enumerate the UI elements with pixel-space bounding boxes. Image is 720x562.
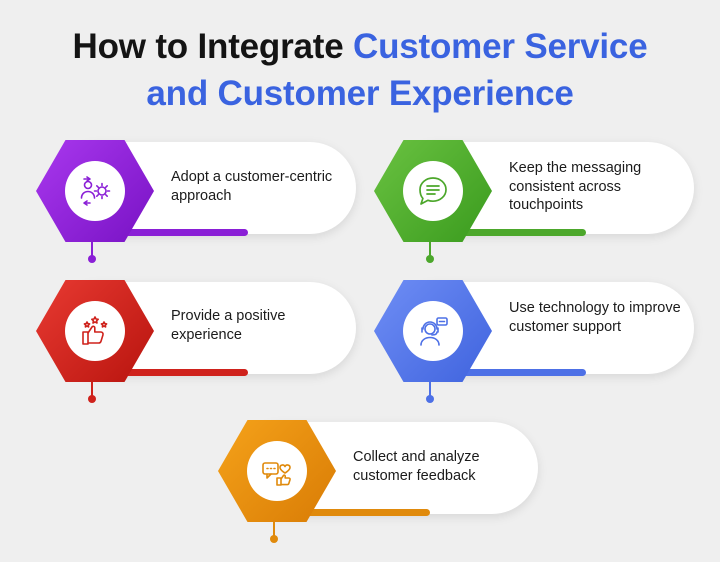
chat-bubble-icon (403, 161, 463, 221)
step-connector-dot (270, 535, 278, 543)
step-connector-dot (426, 395, 434, 403)
step-label: Use technology to improve customer suppo… (509, 300, 681, 335)
support-agent-icon (403, 301, 463, 361)
step-connector-dot (88, 255, 96, 263)
step-accent-bar (96, 229, 248, 236)
step-accent-bar (278, 509, 430, 516)
step-label: Keep the messaging consistent across tou… (509, 160, 642, 213)
step-connector-stem (273, 515, 275, 537)
step-connector-stem (91, 235, 93, 257)
step-connector-dot (88, 395, 96, 403)
step-connector-stem (91, 375, 93, 397)
step-connector-stem (429, 235, 431, 257)
step-connector-stem (429, 375, 431, 397)
step-card-positive-experience: Provide a positive experience (36, 280, 356, 410)
title-line-1: How to Integrate Customer Service (0, 24, 720, 70)
step-accent-bar (96, 369, 248, 376)
step-label: Provide a positive experience (171, 308, 286, 343)
customer-gear-icon (65, 161, 125, 221)
title-accent-part: Customer Service (353, 27, 648, 66)
step-connector-dot (426, 255, 434, 263)
step-accent-bar (434, 369, 586, 376)
step-card-technology-support: Use technology to improve customer suppo… (374, 280, 694, 410)
step-card-customer-feedback: Collect and analyze customer feedback (218, 420, 538, 550)
thumbs-up-stars-icon (65, 301, 125, 361)
step-label: Adopt a customer-centric approach (171, 169, 333, 204)
step-card-consistent-messaging: Keep the messaging consistent across tou… (374, 140, 694, 270)
feedback-heart-icon (247, 441, 307, 501)
step-card-customer-centric: Adopt a customer-centric approach (36, 140, 356, 270)
step-accent-bar (434, 229, 586, 236)
title-dark-part: How to Integrate (72, 27, 354, 66)
title-line-2: and Customer Experience (146, 74, 574, 113)
step-label: Collect and analyze customer feedback (353, 449, 480, 484)
